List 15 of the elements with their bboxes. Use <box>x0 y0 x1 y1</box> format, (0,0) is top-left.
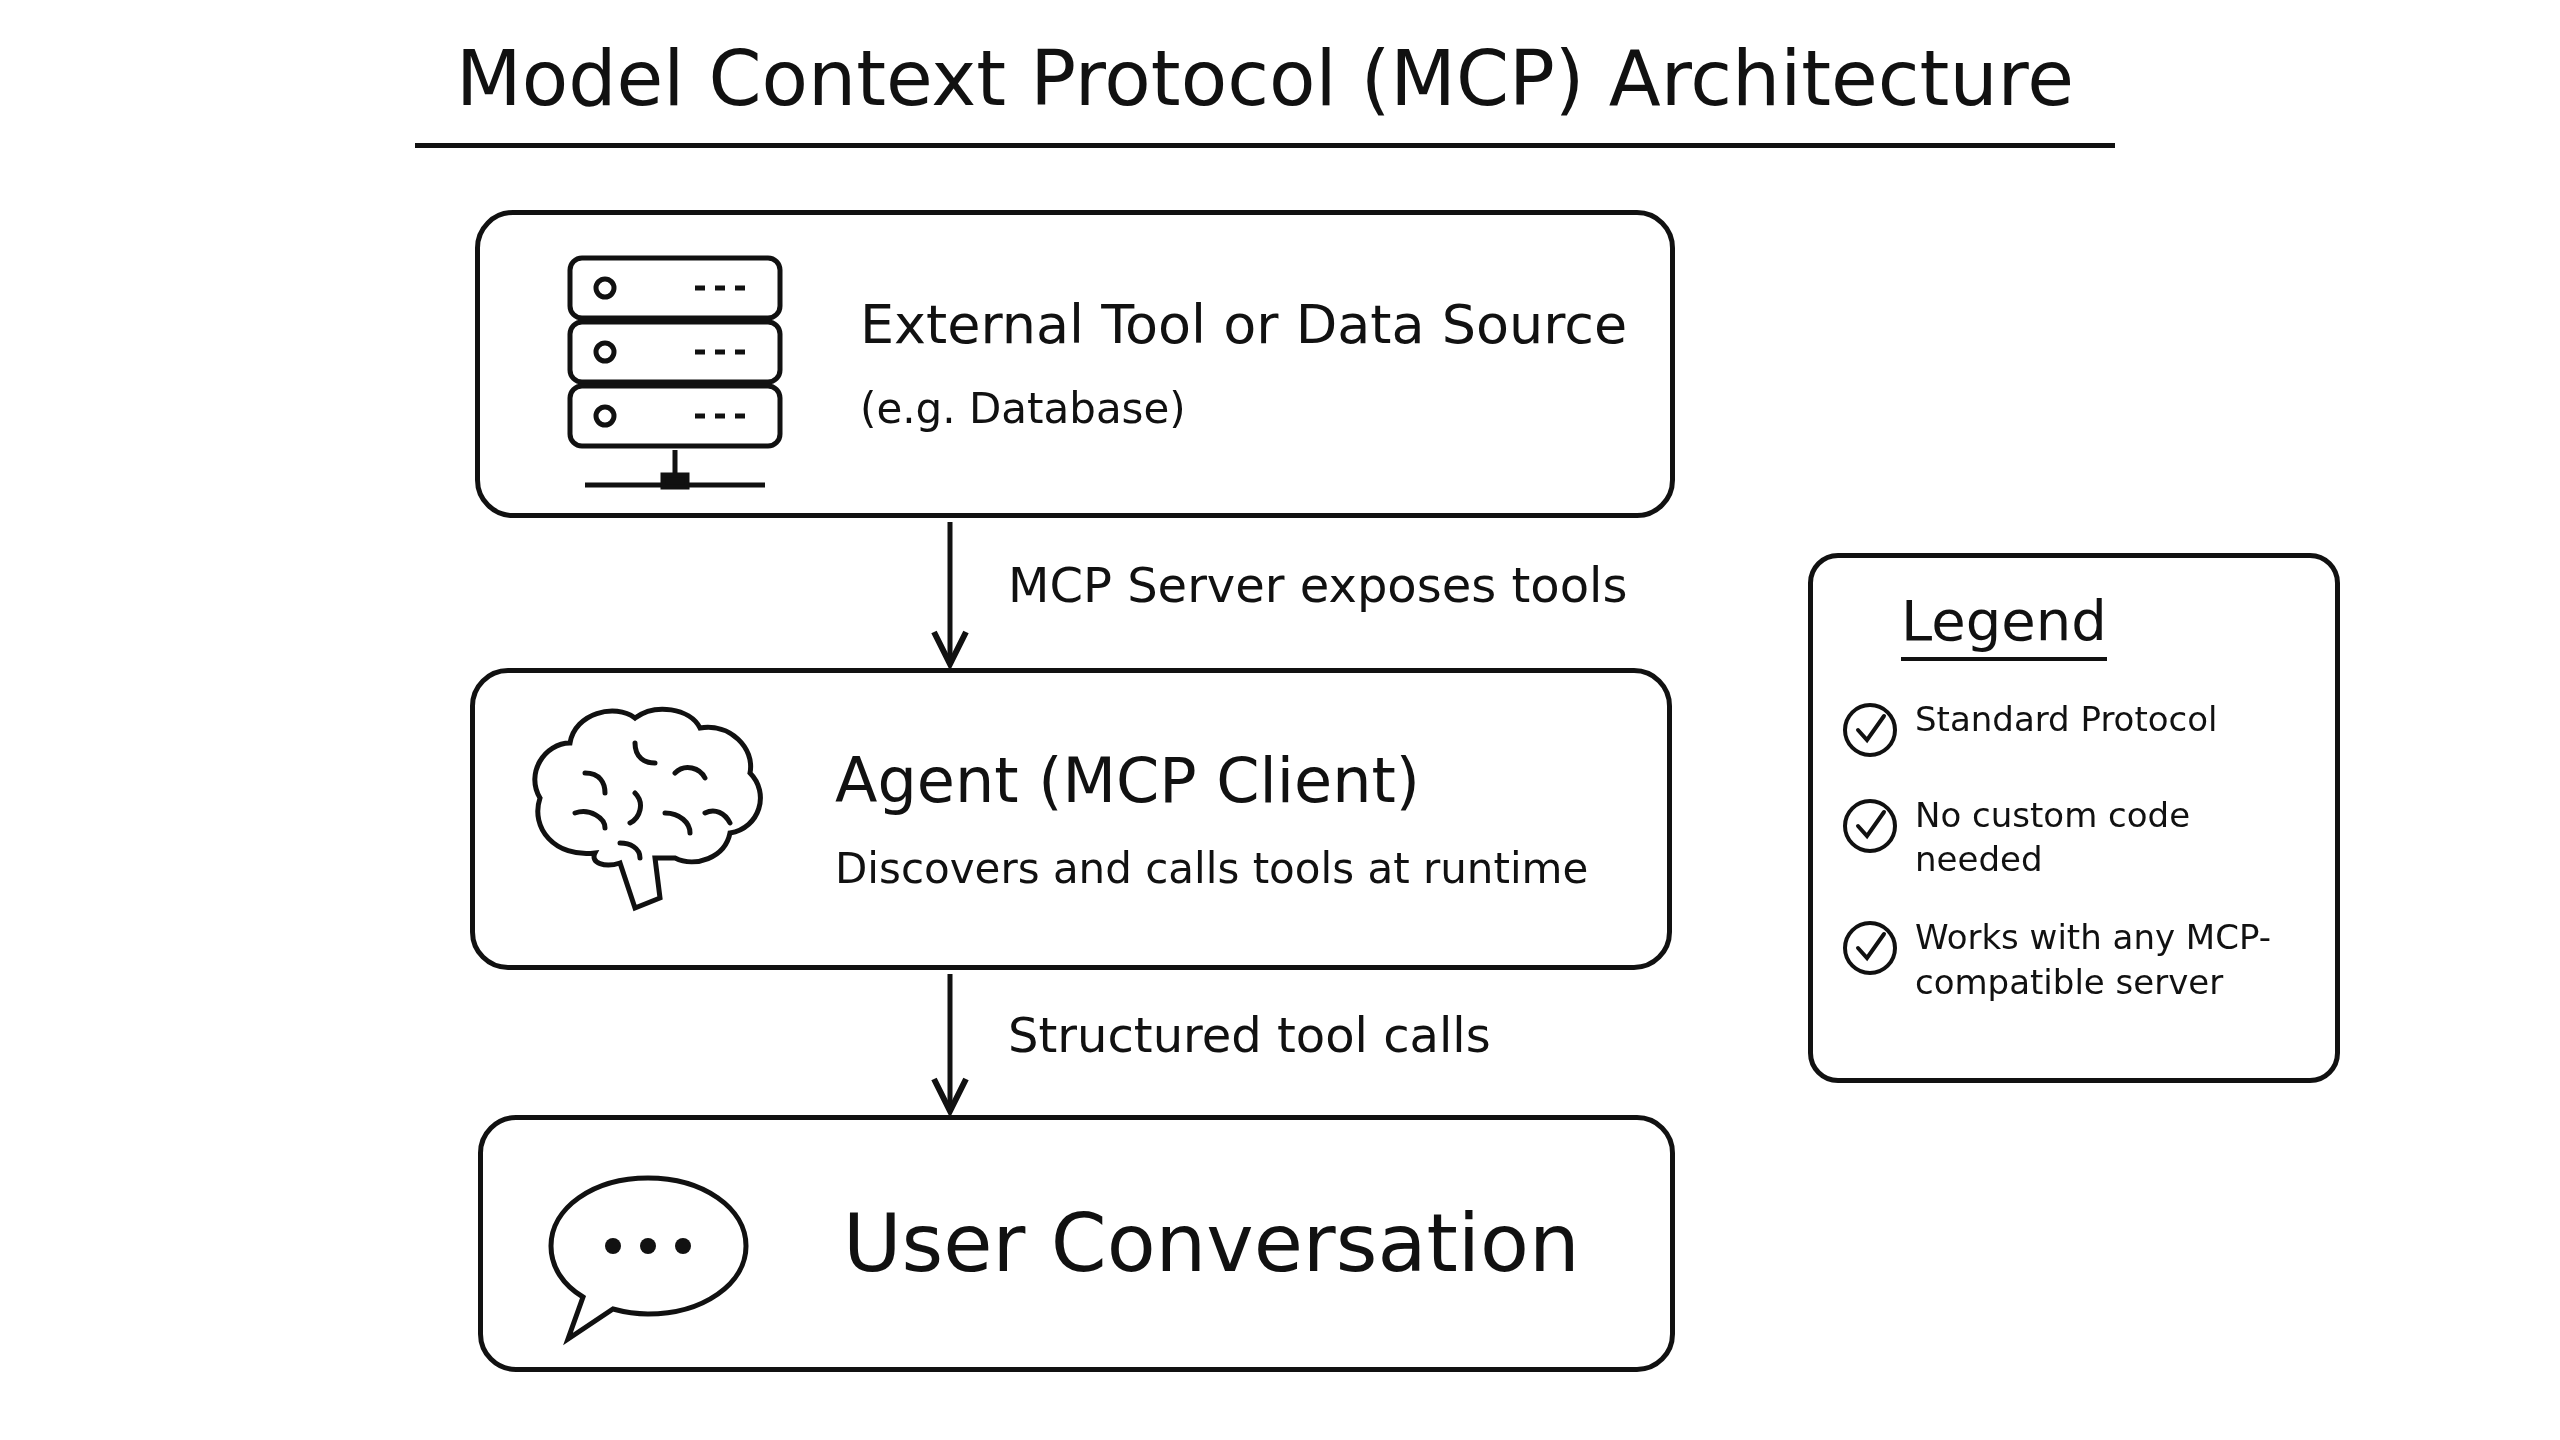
arrow <box>931 522 969 667</box>
process-box <box>478 1115 1675 1372</box>
node-title: User Conversation <box>843 1195 1580 1292</box>
title: Model Context Protocol (MCP) Architecture <box>415 30 2115 148</box>
node-title: External Tool or Data Source <box>860 293 1628 359</box>
legend-text: Standard Protocol <box>1915 698 2219 741</box>
legend-text: No custom code needed <box>1915 794 2192 882</box>
legend-title: Legend <box>1901 588 2107 661</box>
arrow <box>931 974 969 1114</box>
node-description: (e.g. Database) <box>860 384 1187 435</box>
process-box <box>470 668 1672 970</box>
legend-text: Works with any MCP-compatible server <box>1915 916 2272 1004</box>
process-box <box>475 210 1675 518</box>
node-description: Discovers and calls tools at runtime <box>835 844 1589 895</box>
node-title: Agent (MCP Client) <box>835 743 1421 818</box>
